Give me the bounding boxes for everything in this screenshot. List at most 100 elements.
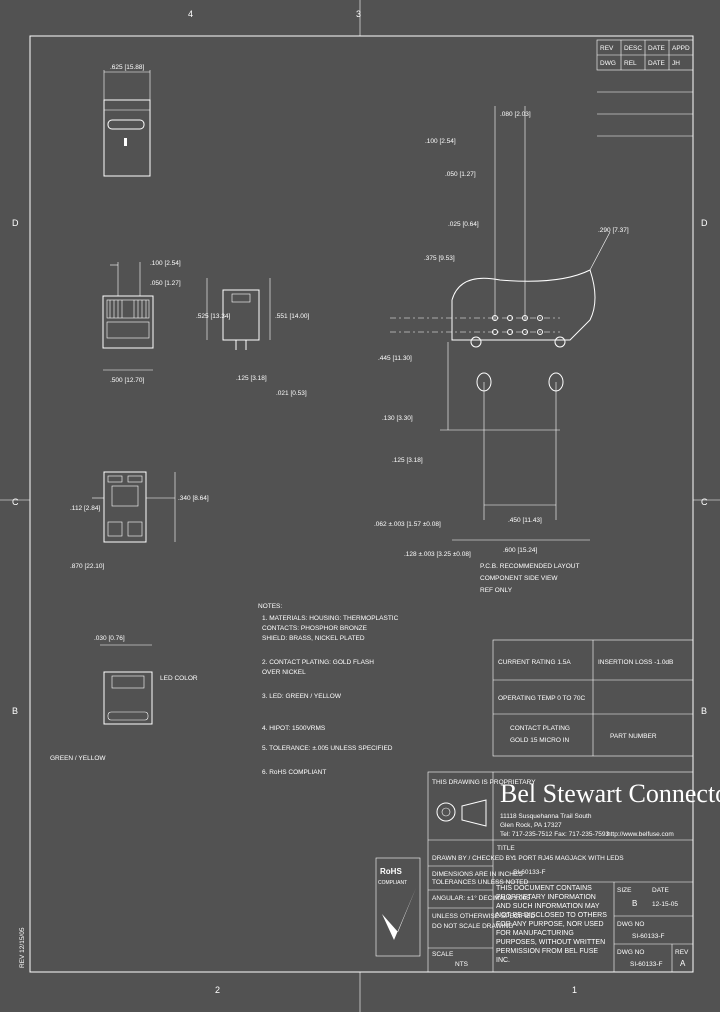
zone-right-b: B: [701, 706, 707, 716]
dim-panel-depth: .125 [3.18]: [392, 457, 423, 464]
note-item: 3. LED: GREEN / YELLOW: [262, 693, 342, 700]
pcb-note-line1: P.C.B. RECOMMENDED LAYOUT: [480, 563, 579, 570]
rev-header-rev: REV: [600, 45, 614, 52]
dwg-label-b: DWG NO: [617, 949, 644, 956]
approval-line: DRAWN BY / CHECKED BY: [432, 855, 515, 862]
note-item: 5. TOLERANCE: ±.005 UNLESS SPECIFIED: [262, 745, 393, 752]
address-2: Glen Rock, PA 17327: [500, 822, 562, 829]
dim-layout-spacing: .050 [1.27]: [445, 171, 476, 178]
spec-box: CURRENT RATING 1.5A INSERTION LOSS -1.0d…: [492, 639, 694, 757]
dim-layout-side: .130 [3.30]: [382, 415, 413, 422]
dim-panel-cutout: .290 [7.37]: [598, 227, 629, 234]
dim-pin-pitch-b: .050 [1.27]: [150, 280, 181, 287]
note-item: CONTACTS: PHOSPHOR BRONZE: [262, 625, 368, 632]
dim-body-height: .525 [13.34]: [196, 313, 231, 320]
side-view: .525 [13.34] .551 [14.00] .125 [3.18] .0…: [196, 278, 310, 397]
scale-label: SCALE: [432, 951, 454, 958]
pcb-hole: [554, 336, 566, 348]
dim-hole-dia-b: .128 ±.003 [3.25 ±0.08]: [404, 551, 471, 558]
date-label: DATE: [652, 887, 670, 894]
spec-temp: OPERATING TEMP 0 TO 70C: [498, 695, 585, 702]
dim-layout-small: .025 [0.64]: [448, 221, 479, 228]
dim-pin-pitch: .100 [2.54]: [150, 260, 181, 267]
rohs-label: RoHS: [380, 867, 402, 876]
rev-cell: JH: [672, 60, 680, 67]
dim-top-height: .340 [8.64]: [178, 495, 209, 502]
rohs-check-icon: [382, 888, 416, 940]
rev-cell: DATE: [648, 60, 666, 67]
pcb-pad: [537, 329, 543, 335]
projection-circle-icon: [436, 802, 456, 822]
zone-right-c: C: [701, 497, 708, 507]
rev-header-appd: APPD: [672, 45, 690, 52]
dwg-value-b: SI-60133-F: [630, 961, 663, 968]
pcb-pad: [507, 329, 513, 335]
brand-name: Bel Stewart Connector: [500, 779, 720, 808]
proprietary-label: THIS DRAWING IS PROPRIETARY: [432, 779, 536, 786]
confidential-note: THIS DOCUMENT CONTAINS PROPRIETARY INFOR…: [496, 885, 607, 964]
pcb-layout: .080 [2.03] .100 [2.54] .050 [1.27] .025…: [374, 106, 629, 558]
sheet-border: [29, 35, 694, 973]
dim-side-height: .551 [14.00]: [275, 313, 310, 320]
date-value: 12-15-05: [652, 901, 678, 908]
rev-header-desc: DESC: [624, 45, 642, 52]
zone-top-3: 3: [356, 9, 361, 19]
pcb-pad: [537, 315, 543, 321]
pcb-outline: [451, 269, 596, 341]
notes-title: NOTES:: [258, 603, 282, 610]
note-item: OVER NICKEL: [262, 669, 306, 676]
title-label: TITLE: [497, 845, 515, 852]
pcb-note-line3: REF ONLY: [480, 587, 513, 594]
rev-header-date: DATE: [648, 45, 666, 52]
dim-bottom-ref: .030 [0.76]: [94, 635, 125, 642]
revision-table: REV DESC DATE APPD DWG REL DATE JH: [596, 39, 694, 137]
dim-top-depth: .870 [22.10]: [70, 563, 105, 570]
dim-hole-dia: .062 ±.003 [1.57 ±0.08]: [374, 521, 441, 528]
dim-layout-vert: .375 [9.53]: [424, 255, 455, 262]
dim-hole-span-b: .600 [15.24]: [503, 547, 538, 554]
top-view: .340 [8.64] .112 [2.84] .870 [22.10]: [70, 471, 209, 570]
phone: Tel: 717-235-7512 Fax: 717-235-7593: [500, 831, 610, 838]
pcb-pad: [522, 329, 528, 335]
projection-cone-icon: [461, 799, 487, 827]
dim-front-width: .625 [15.88]: [110, 64, 145, 71]
zone-top-4: 4: [188, 9, 193, 19]
dim-hole-span: .450 [11.43]: [508, 517, 542, 524]
note-item: 4. HIPOT: 1500VRMS: [262, 725, 326, 732]
rev-value: A: [680, 959, 686, 968]
zone-right-d: D: [701, 218, 708, 228]
approval-line: ANGULAR: ±1° DECIMALS ±.005: [432, 894, 530, 902]
side-margin-rev: REV 12/15/05: [19, 927, 26, 968]
pin-side-view: .100 [2.54] .050 [1.27] .500 [12.70]: [102, 260, 181, 384]
dim-lead-width: .021 [0.53]: [276, 390, 307, 397]
spec-current: CURRENT RATING 1.5A: [498, 659, 571, 666]
title-line2: SI-60133-F: [513, 869, 546, 876]
zone-left-c: C: [12, 497, 19, 507]
bottom-view: .030 [0.76] LED COLOR GREEN / YELLOW: [50, 635, 198, 762]
note-item: 2. CONTACT PLATING: GOLD FLASH: [262, 659, 374, 666]
approval-line: DIMENSIONS ARE IN INCHES: [432, 871, 523, 878]
spec-insertion: INSERTION LOSS -1.0dB: [598, 659, 673, 666]
dwg-value: SI-60133-F: [632, 933, 665, 940]
pcb-pad: [522, 315, 528, 321]
rev-label: REV: [675, 949, 689, 956]
dim-layout-total: .445 [11.30]: [378, 355, 412, 362]
pcb-pad: [507, 315, 513, 321]
title-line1: 1 PORT RJ45 MAGJACK WITH LEDS: [513, 855, 624, 862]
approval-line: DO NOT SCALE DRAWING: [432, 923, 513, 930]
website: http://www.belfuse.com: [607, 831, 674, 838]
scale-value: NTS: [455, 961, 469, 968]
rev-cell: REL: [624, 60, 637, 67]
dim-layout-row: .100 [2.54]: [425, 138, 456, 145]
dim-top-inset: .112 [2.84]: [70, 505, 100, 512]
title-block: THIS DRAWING IS PROPRIETARY Bel Stewart …: [427, 771, 720, 973]
size-label: SIZE: [617, 887, 632, 894]
rohs-badge: RoHS COMPLIANT: [375, 857, 421, 957]
size-value: B: [632, 899, 637, 908]
front-view: .625 [15.88]: [103, 64, 151, 177]
pcb-note-line2: COMPONENT SIDE VIEW: [480, 575, 558, 582]
spec-plating: CONTACT PLATING: [510, 725, 570, 732]
zone-left-d: D: [12, 218, 19, 228]
rohs-sub: COMPLIANT: [378, 880, 407, 886]
